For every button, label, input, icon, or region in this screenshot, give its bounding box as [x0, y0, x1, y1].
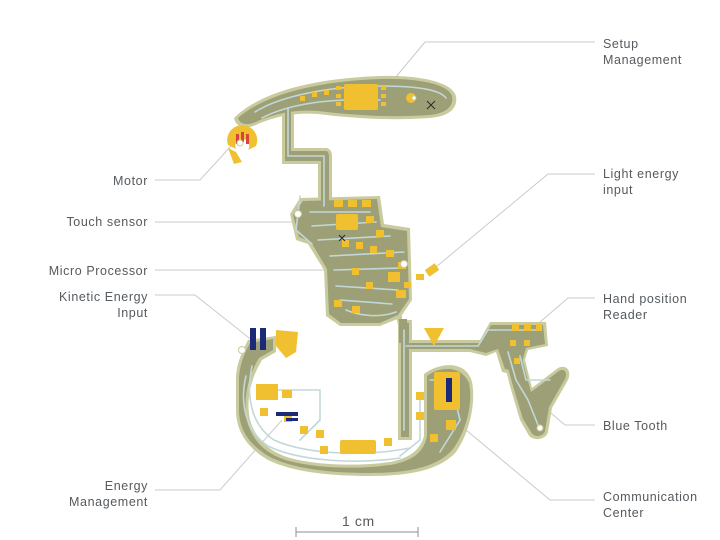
label-micro-processor: Micro Processor [49, 263, 148, 279]
mounting-holes [236, 95, 544, 432]
label-light-line1: Light energy [603, 167, 679, 181]
label-comm-line2: Center [603, 506, 645, 520]
label-motor: Motor [113, 173, 148, 189]
label-energy-management: Energy Management [69, 478, 148, 510]
label-hand-line1: Hand position [603, 292, 688, 306]
leader-kinetic [155, 294, 259, 346]
label-kinetic-line1: Kinetic Energy [59, 290, 148, 304]
label-energy-line1: Energy [104, 479, 148, 493]
scale-bar-text: 1 cm [342, 513, 375, 529]
label-hand-position-reader: Hand position Reader [603, 291, 687, 323]
label-communication-center: Communication Center [603, 489, 698, 521]
scale-bar-label: 1 cm [342, 513, 375, 529]
label-hand-line2: Reader [603, 308, 648, 322]
pads [227, 84, 542, 454]
label-kinetic-energy-input: Kinetic Energy Input [59, 289, 148, 321]
scale-bar [295, 527, 419, 537]
label-touch-sensor: Touch sensor [66, 214, 148, 230]
label-setup-line1: Setup [603, 37, 639, 51]
label-blue-tooth: Blue Tooth [603, 418, 668, 434]
label-bluetooth-text: Blue Tooth [603, 419, 668, 433]
diamond-pad-left [276, 330, 298, 358]
fiducial-marks [338, 100, 436, 242]
label-micro-text: Micro Processor [48, 264, 148, 278]
label-light-energy-input: Light energy input [603, 166, 679, 198]
label-setup-line2: Management [603, 53, 682, 67]
label-setup-management: Setup Management [603, 36, 682, 68]
motor-red-parts [236, 132, 249, 144]
label-motor-text: Motor [113, 174, 148, 188]
leader-light [429, 173, 595, 273]
diamond-pad-right [424, 328, 444, 346]
label-energy-line2: Management [69, 495, 148, 509]
label-comm-line1: Communication [603, 490, 698, 504]
leader-bluetooth [544, 407, 595, 426]
leader-lines [155, 41, 595, 501]
label-kinetic-line2: Input [117, 306, 148, 320]
leader-setup [394, 41, 595, 79]
blue-components [250, 328, 452, 421]
label-touch-text: Touch sensor [66, 215, 148, 229]
leader-motor [155, 144, 233, 181]
label-light-line2: input [603, 183, 634, 197]
leader-comm [459, 424, 595, 501]
